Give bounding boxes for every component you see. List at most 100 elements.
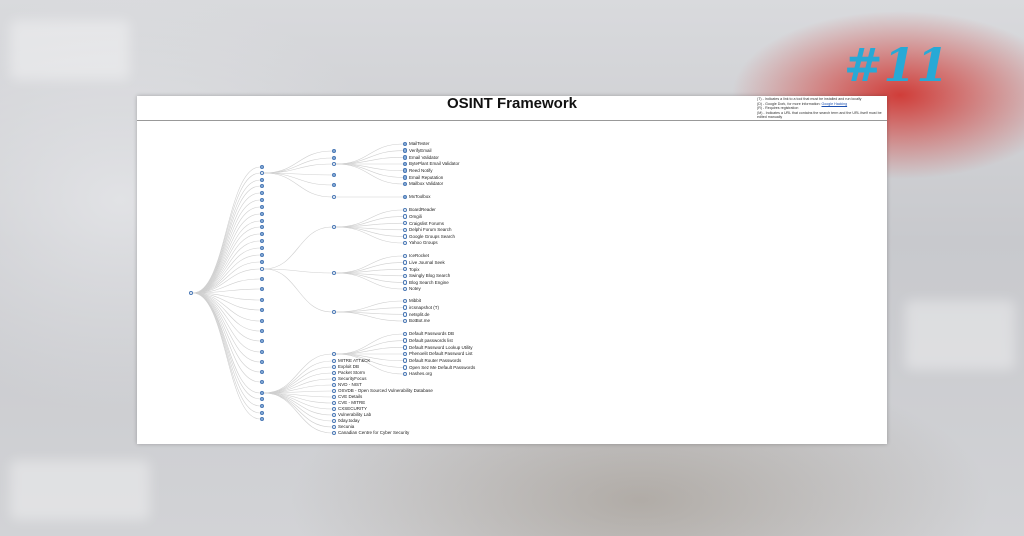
archives-node[interactable] bbox=[259, 276, 265, 282]
node-label-cxsecurity[interactable]: CXSECURITY bbox=[338, 406, 368, 412]
terrorism-node[interactable] bbox=[259, 318, 265, 324]
encoding-decoding-node[interactable] bbox=[259, 359, 265, 365]
botbot-me-node[interactable] bbox=[402, 318, 408, 324]
node-label-netsplit-de[interactable]: netsplit.de bbox=[409, 311, 430, 317]
reed-notify-node[interactable] bbox=[402, 168, 408, 173]
instant-messaging-node[interactable] bbox=[259, 204, 265, 210]
cve-details-node[interactable] bbox=[331, 394, 337, 400]
classifieds-node[interactable] bbox=[259, 349, 265, 355]
forums-blogs-irc-node[interactable] bbox=[259, 266, 265, 272]
swingly-blog-search-node[interactable] bbox=[402, 273, 408, 278]
node-label-exploit-db[interactable]: Exploit DB bbox=[338, 364, 360, 370]
mailbox-validator-node[interactable] bbox=[402, 181, 408, 187]
mail-blacklists-node[interactable] bbox=[331, 194, 337, 200]
default-passwords-node[interactable] bbox=[331, 351, 337, 357]
icerocket-node[interactable] bbox=[402, 253, 408, 259]
node-label-vulnerability-lab[interactable]: Vulnerability Lab bbox=[338, 412, 372, 418]
forum-search-engines-node[interactable] bbox=[331, 224, 337, 230]
node-label-ircsnapshot-t[interactable]: ircsnapshot (T) bbox=[409, 305, 440, 311]
language-translation-node[interactable] bbox=[259, 286, 265, 292]
default-passwords-list-node[interactable] bbox=[402, 338, 408, 343]
node-label-mailtester[interactable]: MailTester bbox=[409, 141, 430, 147]
geolocation-tools-maps-node[interactable] bbox=[259, 252, 265, 258]
mailtester-node[interactable] bbox=[402, 141, 408, 147]
node-label-phenoelit-default-password-list[interactable]: Phenoelit Default Password List bbox=[409, 351, 473, 357]
malicious-file-analysis-node[interactable] bbox=[259, 379, 265, 385]
google-hacking-link[interactable]: Google Hacking bbox=[821, 101, 848, 106]
blog-search-engines-node[interactable] bbox=[331, 270, 337, 276]
node-label-open-sez-me-default-passwords[interactable]: Open Sez Me Default Passwords bbox=[409, 364, 476, 370]
byteplant-email-validator-node[interactable] bbox=[402, 161, 408, 167]
node-label-mitre-att-ck[interactable]: MITRE ATT&CK bbox=[338, 358, 371, 364]
node-label-boardreader[interactable]: BoardReader bbox=[409, 207, 436, 213]
node-label-securityfocus[interactable]: SecurityFocus bbox=[338, 376, 367, 382]
email-verification-node[interactable] bbox=[331, 161, 337, 167]
people-search-engines-node[interactable] bbox=[259, 211, 265, 217]
default-router-passwords-node[interactable] bbox=[402, 358, 408, 363]
topix-node[interactable] bbox=[402, 267, 408, 272]
common-email-formats-node[interactable] bbox=[331, 155, 337, 161]
telephone-numbers-node[interactable] bbox=[259, 224, 265, 230]
public-records-node[interactable] bbox=[259, 231, 265, 237]
netsplit-de-node[interactable] bbox=[402, 312, 408, 317]
node-label-email-reputation[interactable]: Email Reputation bbox=[409, 174, 444, 180]
node-label-cve-details[interactable]: CVE Details bbox=[338, 394, 363, 400]
vulnerability-lab-node[interactable] bbox=[331, 412, 337, 418]
search-engines-node[interactable] bbox=[259, 259, 265, 265]
node-label-reed-notify[interactable]: Reed Notify bbox=[409, 168, 433, 174]
default-password-lookup-utility-node[interactable] bbox=[402, 345, 408, 350]
spam-reputation-lists-node[interactable] bbox=[331, 182, 337, 188]
default-passwords-db-node[interactable] bbox=[402, 331, 408, 337]
boardreader-node[interactable] bbox=[402, 207, 408, 213]
dating-node[interactable] bbox=[259, 218, 265, 224]
node-label-mibbit[interactable]: Mibbit bbox=[409, 298, 422, 304]
omgili-node[interactable] bbox=[402, 214, 408, 219]
mitre-att-ck-node[interactable] bbox=[331, 358, 337, 364]
cxsecurity-node[interactable] bbox=[331, 406, 337, 412]
node-label-craigslist-forums[interactable]: Craigslist Forums bbox=[409, 220, 445, 226]
ircsnapshot-t-node[interactable] bbox=[402, 305, 408, 310]
training-node[interactable] bbox=[259, 416, 265, 422]
images-videos-docs-node[interactable] bbox=[259, 190, 265, 196]
domain-name-node[interactable] bbox=[259, 177, 265, 183]
node-label-secunia[interactable]: Secunia bbox=[338, 424, 355, 430]
node-label-osvdb-open-sourced-vulnerability-database[interactable]: OSVDB - Open Sourced Vulnerability Datab… bbox=[338, 388, 433, 394]
digital-currency-node[interactable] bbox=[259, 338, 265, 344]
node-label-nvd-nist[interactable]: NVD - NIST bbox=[338, 382, 362, 388]
google-groups-search-node[interactable] bbox=[402, 234, 408, 239]
nvd-nist-node[interactable] bbox=[331, 382, 337, 388]
cve-mitre-node[interactable] bbox=[331, 400, 337, 406]
node-label-email-validator[interactable]: Email Validator bbox=[409, 154, 439, 160]
verifyemail-node[interactable] bbox=[402, 148, 408, 153]
notey-node[interactable] bbox=[402, 286, 408, 292]
exploit-db-node[interactable] bbox=[331, 364, 337, 370]
node-label-cve-mitre[interactable]: CVE - MITRE bbox=[338, 400, 366, 406]
node-label-hashes-org[interactable]: Hashes.org bbox=[409, 371, 433, 377]
0day-today-node[interactable] bbox=[331, 418, 337, 424]
node-label-topix[interactable]: Topix bbox=[409, 266, 420, 272]
packet-storm-node[interactable] bbox=[331, 370, 337, 376]
social-networks-node[interactable] bbox=[259, 197, 265, 203]
node-label-default-passwords-db[interactable]: Default Passwords DB bbox=[409, 331, 455, 337]
node-label-delphi-forum-search[interactable]: Delphi Forum Search bbox=[409, 227, 452, 233]
transportation-node[interactable] bbox=[259, 245, 265, 251]
osvdb-open-sourced-vulnerability-database-node[interactable] bbox=[331, 388, 337, 394]
ip-address-node[interactable] bbox=[259, 183, 265, 189]
craigslist-forums-node[interactable] bbox=[402, 221, 408, 226]
node-label-yahoo-groups[interactable]: Yahoo Groups bbox=[409, 240, 438, 246]
osint-framework-root-node[interactable] bbox=[188, 290, 194, 296]
email-search-node[interactable] bbox=[331, 148, 337, 154]
live-journal-seek-node[interactable] bbox=[402, 260, 408, 265]
secunia-node[interactable] bbox=[331, 424, 337, 430]
node-label-byteplant-email-validator[interactable]: BytePlant Email Validator bbox=[409, 161, 460, 167]
email-validator-node[interactable] bbox=[402, 155, 408, 160]
node-label-live-journal-seek[interactable]: Live Journal Seek bbox=[409, 260, 445, 265]
mobile-emulation-node[interactable] bbox=[259, 307, 265, 313]
node-label-notey[interactable]: Notey bbox=[409, 286, 421, 292]
canadian-centre-for-cyber-security-node[interactable] bbox=[331, 430, 337, 436]
opsec-node[interactable] bbox=[259, 403, 265, 409]
mibbit-node[interactable] bbox=[402, 298, 408, 304]
exploits-advisories-node[interactable] bbox=[259, 390, 265, 396]
documentation-node[interactable] bbox=[259, 410, 265, 416]
node-label-mxtoolbox[interactable]: MxToolbox bbox=[409, 194, 431, 200]
